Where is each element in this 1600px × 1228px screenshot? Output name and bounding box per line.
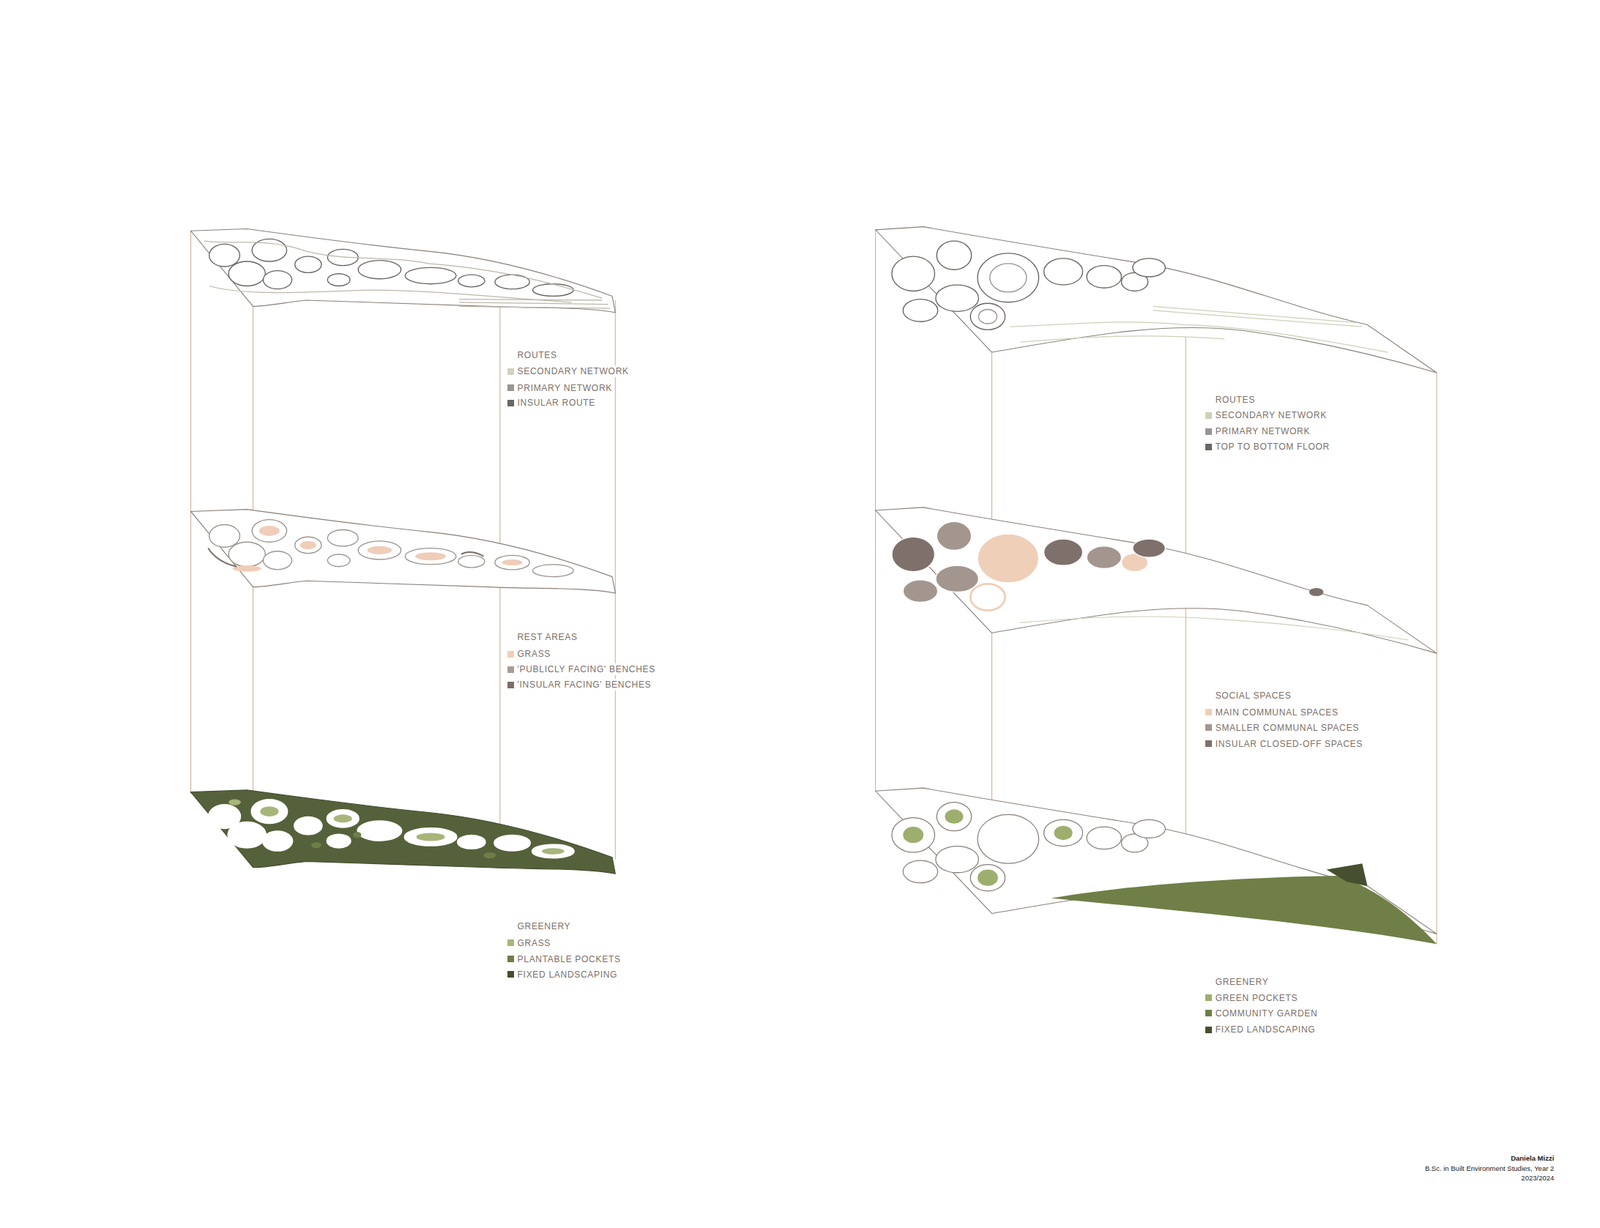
legend-swatch bbox=[1205, 1026, 1212, 1034]
legend-text: 'INSULAR FACING' BENCHES bbox=[517, 678, 652, 691]
legend-item: FIXED LANDSCAPING bbox=[1205, 1023, 1318, 1036]
legend-text: SMALLER COMMUNAL SPACES bbox=[1215, 722, 1360, 734]
legend-heading: GREENERY bbox=[516, 920, 573, 933]
legend-swatch bbox=[507, 955, 515, 963]
legend-item: GREEN POCKETS bbox=[1205, 992, 1300, 1004]
legend-item: GRASS bbox=[507, 648, 553, 660]
legend-heading: GREENERY bbox=[1214, 976, 1271, 988]
legend-swatch bbox=[507, 939, 515, 947]
credit-text: B.Sc. in Built Environment Studies, Year… bbox=[1424, 1163, 1554, 1174]
credit-text: Daniela Mizzi bbox=[1510, 1153, 1554, 1163]
legend-text: GRASS bbox=[517, 648, 552, 660]
legend-item: PRIMARY NETWORK bbox=[1205, 425, 1312, 438]
legend-text: FIXED LANDSCAPING bbox=[1215, 1023, 1316, 1036]
legend-item: COMMUNITY GARDEN bbox=[1205, 1007, 1320, 1020]
legend-swatch bbox=[1205, 708, 1212, 716]
legend-text: INSULAR ROUTE bbox=[517, 396, 596, 409]
legend-item: SECONDARY NETWORK bbox=[507, 365, 631, 378]
legend-item: PRIMARY NETWORK bbox=[507, 382, 614, 394]
legend-item: FIXED LANDSCAPING bbox=[507, 968, 620, 981]
legend-item: INSULAR ROUTE bbox=[507, 396, 597, 409]
legend-swatch bbox=[507, 399, 515, 407]
legend-swatch bbox=[1205, 724, 1212, 731]
legend-heading: REST AREAS bbox=[516, 631, 580, 643]
legend-item: 'PUBLICLY FACING' BENCHES bbox=[507, 663, 657, 676]
legend-swatch bbox=[1205, 443, 1212, 451]
legend-text: INSULAR CLOSED-OFF SPACES bbox=[1215, 738, 1363, 750]
legend-swatch bbox=[507, 681, 515, 689]
legend-text: PRIMARY NETWORK bbox=[1215, 425, 1311, 438]
legend-item: SMALLER COMMUNAL SPACES bbox=[1205, 722, 1361, 734]
legend-text: GREEN POCKETS bbox=[1215, 992, 1298, 1004]
legend-swatch bbox=[1205, 740, 1212, 747]
legend-swatch bbox=[507, 666, 515, 673]
legend-swatch bbox=[1205, 1009, 1212, 1017]
legend-text: SECONDARY NETWORK bbox=[517, 365, 630, 378]
legend-text: COMMUNITY GARDEN bbox=[1215, 1007, 1319, 1020]
legend-swatch bbox=[1205, 994, 1212, 1002]
legend-item: 'INSULAR FACING' BENCHES bbox=[507, 678, 654, 691]
legend-text: 'PUBLICLY FACING' BENCHES bbox=[517, 663, 656, 676]
legend-swatch bbox=[507, 970, 515, 978]
legend-heading: SOCIAL SPACES bbox=[1214, 689, 1294, 702]
legend-item: TOP TO BOTTOM FLOOR bbox=[1205, 440, 1332, 453]
legend-swatch bbox=[507, 384, 515, 392]
legend-text: GRASS bbox=[517, 937, 552, 950]
legend-heading: ROUTES bbox=[516, 349, 559, 362]
legend-item: SECONDARY NETWORK bbox=[1205, 409, 1329, 422]
legend-swatch bbox=[1205, 428, 1212, 435]
legend-item: PLANTABLE POCKETS bbox=[507, 953, 623, 966]
legend-text: SECONDARY NETWORK bbox=[1215, 409, 1327, 422]
legend-text: PLANTABLE POCKETS bbox=[517, 953, 621, 966]
legend-swatch bbox=[1205, 412, 1212, 419]
legend-text: FIXED LANDSCAPING bbox=[517, 968, 619, 981]
left-stack bbox=[191, 228, 616, 874]
legend-item: GRASS bbox=[507, 937, 553, 950]
legend-text: MAIN COMMUNAL SPACES bbox=[1215, 706, 1339, 719]
legend-item: MAIN COMMUNAL SPACES bbox=[1205, 706, 1341, 719]
right-stack bbox=[875, 227, 1437, 945]
legend-text: TOP TO BOTTOM FLOOR bbox=[1215, 440, 1330, 453]
legend-text: PRIMARY NETWORK bbox=[517, 382, 613, 394]
legend-item: INSULAR CLOSED-OFF SPACES bbox=[1205, 738, 1365, 750]
legend-heading: ROUTES bbox=[1214, 393, 1257, 406]
legend-swatch bbox=[507, 368, 515, 375]
legend-swatch bbox=[507, 650, 515, 658]
credit-text: 2023/2024 bbox=[1520, 1173, 1554, 1183]
